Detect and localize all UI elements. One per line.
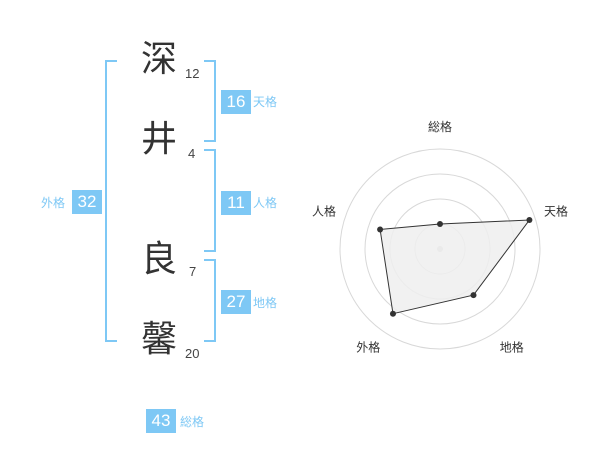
stroke-count-2: 4 [188, 146, 196, 161]
soukaku-label: 総格 [180, 415, 205, 429]
radar-point [526, 216, 533, 223]
gaikaku-bracket [105, 60, 117, 342]
soukaku-value: 43 [146, 409, 176, 433]
name-char-4: 馨 [141, 319, 178, 360]
name-char-1: 深 [141, 39, 178, 80]
tenkaku-value: 16 [221, 90, 251, 114]
radar-axis-label: 外格 [356, 340, 380, 355]
radar-point [470, 292, 477, 299]
tenkaku-bracket [204, 60, 216, 142]
radar-ring [339, 148, 541, 350]
jinkaku-label: 人格 [253, 196, 278, 210]
gaikaku-label: 外格 [41, 196, 66, 210]
radar-axis-label: 総格 [428, 119, 452, 134]
radar-ring [364, 173, 516, 325]
stroke-count-3: 7 [189, 264, 197, 279]
tenkaku-label: 天格 [253, 95, 278, 109]
radar-point [437, 221, 443, 227]
stroke-count-1: 12 [185, 66, 200, 81]
stroke-count-4: 20 [185, 346, 200, 361]
chikaku-bracket [204, 259, 216, 342]
radar-point [377, 226, 384, 233]
chikaku-label: 地格 [253, 296, 278, 310]
jinkaku-bracket [204, 149, 216, 252]
radar-point [389, 310, 396, 317]
jinkaku-value: 11 [221, 191, 251, 215]
gaikaku-value: 32 [72, 190, 102, 214]
radar-axis-label: 地格 [500, 340, 524, 355]
radar-axis-label: 天格 [544, 203, 568, 218]
radar-axis-label: 人格 [312, 203, 336, 218]
radar-area [379, 219, 531, 315]
name-char-3: 良 [141, 239, 178, 280]
chikaku-value: 27 [221, 290, 251, 314]
name-char-2: 井 [141, 119, 178, 160]
